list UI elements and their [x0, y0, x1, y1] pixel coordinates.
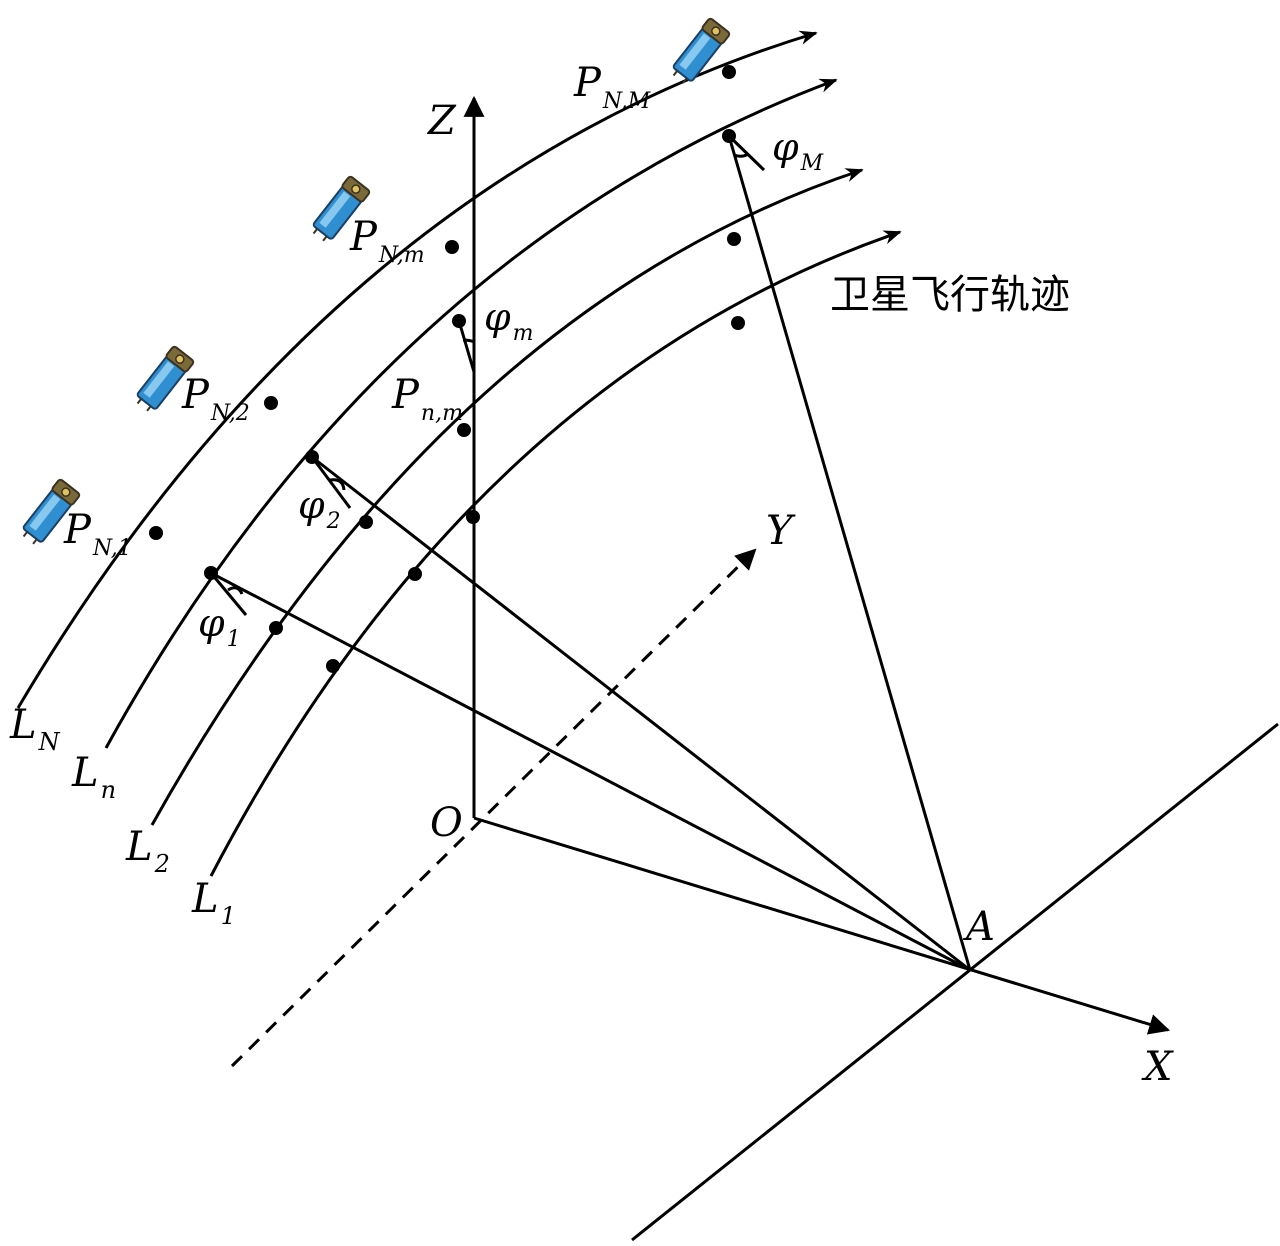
ground-line	[631, 722, 1279, 1242]
orbit-arc-Ln	[104, 78, 838, 749]
point-PNM	[722, 65, 736, 79]
angle-arc-1	[227, 586, 244, 595]
label-L2: L2	[125, 824, 170, 878]
label-phiM: φM	[772, 125, 824, 176]
label-PNm: PN,m	[349, 214, 425, 268]
satellite-icon	[667, 16, 732, 89]
point-Ln-2	[305, 450, 319, 464]
x-axis-label: X	[1141, 1044, 1174, 1090]
point-PN2	[264, 396, 278, 410]
trajectory-caption: 卫星飞行轨迹	[830, 272, 1070, 318]
label-phi2: φ2	[298, 483, 341, 534]
point-Ln-1	[204, 566, 218, 580]
label-Pnm: Pn,m	[391, 372, 463, 426]
x-axis	[473, 816, 1171, 1035]
label-phi1: φ1	[198, 601, 241, 652]
label-Ln: Ln	[71, 750, 116, 804]
point-Ln-M	[722, 129, 736, 143]
point-PNm	[445, 240, 459, 254]
point-Pnm	[457, 423, 471, 437]
sight-line-M	[727, 135, 972, 971]
angle-tick-2	[310, 456, 352, 509]
angle-arc-M	[733, 152, 749, 158]
label-phim: φm	[484, 295, 533, 346]
angle-arc-m	[462, 338, 475, 344]
point-L1-1	[326, 659, 340, 673]
point-L2-M	[727, 232, 741, 246]
orbit-arc-L1	[209, 230, 902, 877]
angle-tick-M	[727, 134, 766, 172]
orbit-arc-LN	[16, 30, 818, 709]
point-L1-M	[731, 316, 745, 330]
y-axis-label: Y	[766, 508, 796, 554]
point-L1-2	[408, 567, 422, 581]
point-L2-2	[359, 515, 373, 529]
label-L1: L1	[191, 876, 236, 930]
point-L2-1	[269, 621, 283, 635]
point-Ln-m	[452, 314, 466, 328]
sight-line-2	[311, 455, 971, 972]
point-L1-m	[466, 510, 480, 524]
point-PN1	[149, 526, 163, 540]
origin-label: O	[430, 800, 463, 846]
angle-tick-1	[209, 572, 248, 616]
y-axis	[230, 548, 757, 1068]
orbit-arc-L2	[150, 168, 864, 826]
angle-tick-m	[457, 320, 476, 373]
z-axis-label: Z	[426, 98, 457, 144]
label-PN1: PN,1	[63, 507, 132, 561]
label-PNM: PN,M	[573, 60, 651, 114]
sight-line-1	[210, 571, 971, 972]
label-PN2: PN,2	[181, 372, 250, 426]
point-a-label: A	[962, 904, 995, 950]
label-LN: LN	[9, 702, 61, 756]
angle-arc-2	[329, 478, 346, 491]
